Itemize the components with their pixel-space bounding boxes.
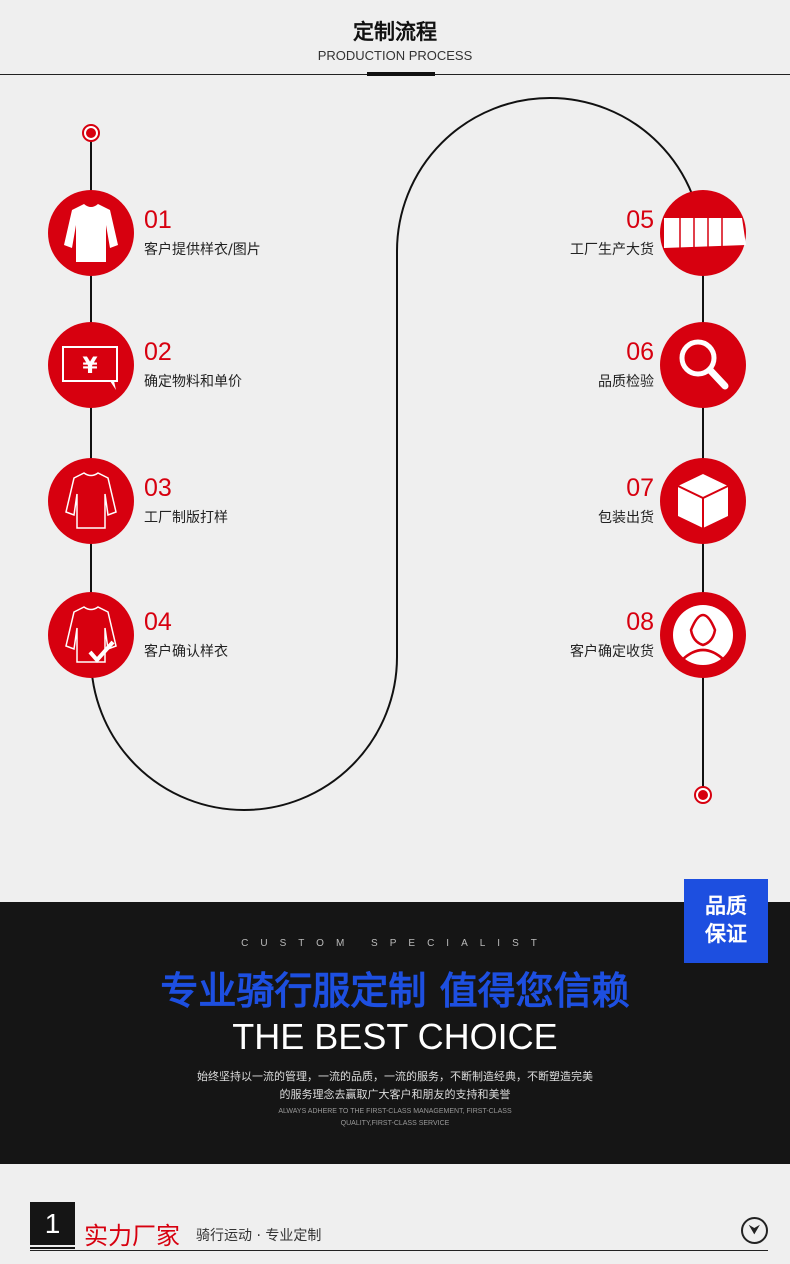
process-flow-line: ¥ xyxy=(48,97,746,811)
section-title: 实力厂家 xyxy=(84,1222,180,1250)
step-label: 确定物料和单价 xyxy=(144,374,242,390)
banner-description: 的服务理念去赢取广大客户和朋友的支持和美誉 xyxy=(279,1088,511,1101)
section-number: 1 xyxy=(30,1202,75,1245)
banner-description: 始终坚持以一流的管理，一流的品质，一流的服务，不断制造经典，不断塑造完美 xyxy=(197,1070,593,1083)
banner-slogan: 专业骑行服定制 值得您信赖 xyxy=(160,969,630,1013)
jacket-check-icon xyxy=(48,592,134,678)
step-number: 04 xyxy=(144,608,172,636)
step-number: 07 xyxy=(626,474,654,502)
banner-english: QUALITY,FIRST-CLASS SERVICE xyxy=(340,1120,450,1127)
step-number: 03 xyxy=(144,474,172,502)
step-number: 08 xyxy=(626,608,654,636)
step-number: 01 xyxy=(144,206,172,234)
divider xyxy=(30,1247,75,1249)
section-subtitle: 骑行运动 · 专业定制 xyxy=(196,1228,322,1244)
quality-badge: 品质保证 xyxy=(684,879,768,963)
badge-line: 品质 xyxy=(705,894,747,918)
divider xyxy=(30,1250,768,1251)
jacket-outline-icon xyxy=(48,458,134,544)
step-number: 02 xyxy=(144,338,172,366)
badge-line: 保证 xyxy=(705,922,747,946)
banner xyxy=(0,902,790,1164)
yuan-price-icon xyxy=(48,322,134,408)
page-subtitle: PRODUCTION PROCESS xyxy=(317,48,473,63)
step-label: 客户提供样衣/图片 xyxy=(144,242,261,258)
step-label: 工厂生产大货 xyxy=(570,242,654,258)
banner-headline: THE BEST CHOICE xyxy=(232,1016,558,1057)
step-label: 品质检验 xyxy=(598,374,654,390)
step-label: 客户确认样衣 xyxy=(144,644,228,660)
step-number: 06 xyxy=(626,338,654,366)
step-label: 包装出货 xyxy=(598,510,654,526)
page-title: 定制流程 xyxy=(353,20,437,44)
svg-text:¥: ¥ xyxy=(82,354,98,379)
step-label: 客户确定收货 xyxy=(570,644,654,660)
magnifier-icon xyxy=(660,322,746,408)
step-label: 工厂制版打样 xyxy=(144,510,228,526)
banner-kicker: CUSTOM SPECIALIST xyxy=(241,938,549,949)
divider-accent xyxy=(367,72,435,76)
chevron-down-icon[interactable]: ⮟ xyxy=(741,1217,768,1244)
step-number: 05 xyxy=(626,206,654,234)
banner-english: ALWAYS ADHERE TO THE FIRST-CLASS MANAGEM… xyxy=(278,1108,512,1115)
